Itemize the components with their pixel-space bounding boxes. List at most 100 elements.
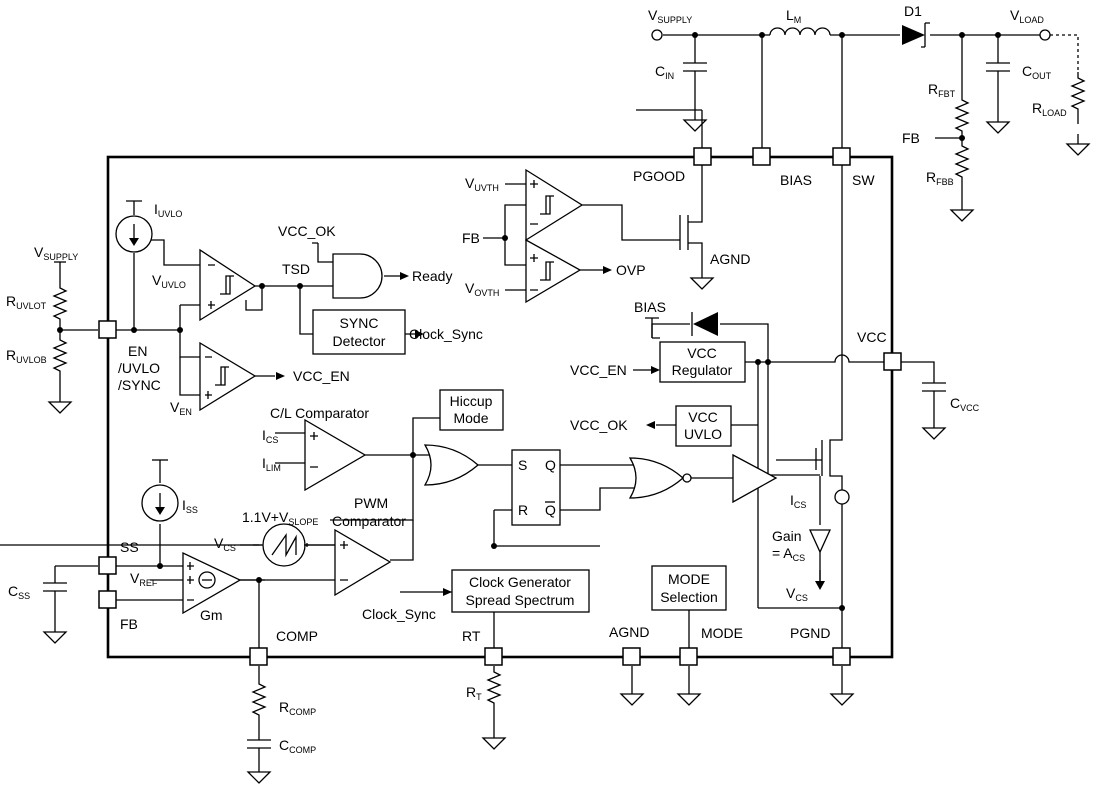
pin-sw (832, 147, 851, 166)
vccuvlo-line2: UVLO (684, 426, 722, 442)
ready-label: Ready (412, 268, 452, 284)
nor-gate (628, 457, 692, 499)
sync-line1: SYNC (340, 315, 379, 331)
vcs-out-label: VCS (786, 585, 808, 603)
pin-pgnd (832, 647, 851, 666)
pin-mode (679, 647, 698, 666)
en-line3: /SYNC (118, 377, 161, 393)
rfbt-label: RFBT (928, 81, 956, 99)
lm-label: LM (786, 7, 801, 25)
vcc-en-in-label: VCC_EN (570, 362, 627, 378)
slope-source (262, 523, 306, 567)
ics-sense-circle (834, 489, 850, 505)
ruvlob-label: RUVLOB (6, 347, 47, 365)
vref-label: VREF (130, 570, 158, 588)
vcc-regulator (659, 341, 746, 383)
ovp-label: OVP (616, 262, 646, 278)
fb-ext-label: FB (902, 130, 920, 146)
pin-comp (249, 647, 268, 666)
mode-line2: Selection (660, 589, 718, 605)
css-label: CSS (8, 583, 30, 601)
ss-label: SS (120, 539, 139, 555)
cl-comparator (304, 418, 367, 492)
mode-selection (651, 565, 727, 611)
cvcc-capacitor (901, 361, 946, 440)
vccreg-line2: Regulator (672, 362, 733, 378)
comp-network (247, 666, 271, 784)
d1-label: D1 (904, 3, 922, 19)
iuvlo-label: IUVLO (154, 201, 182, 219)
cout-label: COUT (1022, 63, 1052, 81)
bias-diode (691, 312, 718, 336)
gm-amplifier (182, 551, 242, 615)
clock-sync-out-label: Clock_Sync (409, 326, 483, 342)
pin-fb (98, 590, 117, 609)
en-line1: EN (128, 343, 147, 359)
vcs-in-label: VCS (214, 535, 236, 553)
en-line2: /UVLO (118, 360, 160, 376)
ccomp-label: CCOMP (279, 737, 316, 755)
vuvlo-label: VUVLO (152, 272, 186, 290)
vovth-label: VOVTH (465, 280, 499, 298)
pwm-line2: Comparator (332, 513, 406, 529)
cvcc-label: CVCC (950, 395, 980, 413)
cl-comp-label: C/L Comparator (270, 405, 369, 421)
tsd-label: TSD (282, 261, 310, 277)
rt-res-label: RT (466, 684, 482, 702)
gain-amp (808, 529, 832, 554)
pin-vcc (883, 352, 902, 371)
vccuvlo-line1: VCC (688, 409, 718, 425)
latch-s: S (518, 457, 527, 473)
ics-in-label: ICS (262, 427, 278, 445)
vcc-label: VCC (857, 329, 887, 345)
ven-label: VEN (170, 399, 192, 417)
sync-detector (312, 309, 406, 355)
rload-label: RLOAD (1032, 100, 1067, 118)
gain-line1: Gain (772, 528, 802, 544)
latch-q: Q (545, 457, 556, 473)
pwm-line1: PWM (354, 495, 388, 511)
iss-label: ISS (182, 497, 198, 515)
pgood-label: PGOOD (633, 168, 685, 184)
bias-label: BIAS (780, 172, 812, 188)
cin-label: CIN (655, 63, 674, 81)
sr-latch (511, 449, 561, 526)
hiccup-line2: Mode (453, 410, 488, 426)
rt-resistor (482, 666, 506, 750)
latch-r: R (518, 502, 528, 518)
vccreg-line1: VCC (687, 345, 717, 361)
rfbb-label: RFBB (926, 169, 954, 187)
mode-line1: MODE (668, 571, 710, 587)
pin-en (98, 320, 117, 339)
vuvth-label: VUVTH (465, 175, 499, 193)
clkgen-line2: Spread Spectrum (466, 592, 575, 608)
uvlo-divider (48, 261, 98, 414)
vsupply-label: VSUPPLY (648, 7, 692, 25)
ics-sense-label: ICS (790, 492, 806, 510)
ruvlot-label: RUVLOT (6, 293, 47, 311)
vsupply-terminal (651, 29, 663, 41)
diode-d1 (902, 22, 930, 48)
uvlo-comparator (199, 248, 257, 322)
or-gate (423, 444, 479, 486)
pin-rt (484, 647, 503, 666)
vcc-ok-in-label: VCC_OK (278, 223, 336, 239)
vsupply-left-label: VSUPPLY (34, 244, 78, 262)
vload-label: VLOAD (1010, 7, 1044, 25)
iss-source (141, 459, 179, 522)
vcc-uvlo (675, 405, 732, 447)
pwm-comparator (334, 528, 392, 597)
sync-line2: Detector (333, 333, 386, 349)
pin-pgood (693, 147, 712, 166)
rcomp-label: RCOMP (279, 699, 316, 717)
clock-sync-in-label: Clock_Sync (362, 606, 436, 622)
fb-label: FB (120, 616, 138, 632)
pin-bias (752, 147, 771, 166)
ready-and-gate (332, 253, 383, 299)
clock-generator (451, 569, 590, 613)
gm-label: Gm (200, 607, 223, 623)
rt-label: RT (462, 628, 481, 644)
pin-agnd (622, 647, 641, 666)
latch-qbar: Q (545, 502, 556, 518)
